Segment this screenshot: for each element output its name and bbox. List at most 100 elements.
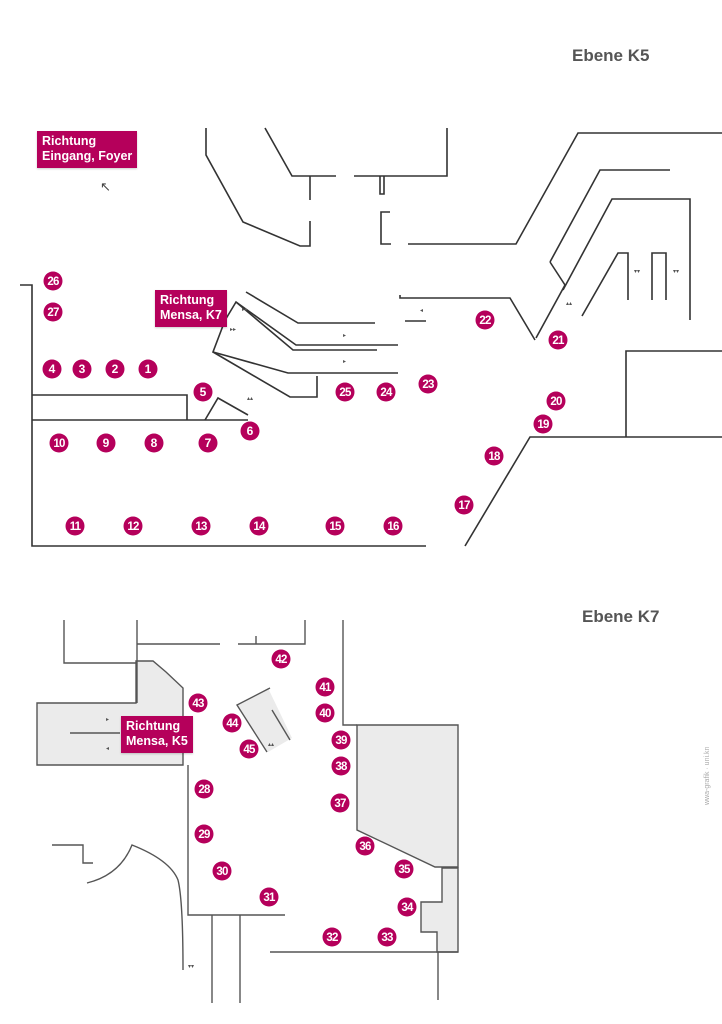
marker-circle (138, 359, 158, 379)
booth-marker-20[interactable]: 20 (546, 391, 566, 411)
booth-marker-36[interactable]: 36 (355, 836, 375, 856)
marker-circle (222, 713, 242, 733)
marker-circle (96, 433, 116, 453)
marker-number: 38 (335, 761, 348, 773)
booth-marker-8[interactable]: 8 (144, 433, 164, 453)
booth-marker-28[interactable]: 28 (194, 779, 214, 799)
marker-number: 35 (398, 864, 411, 876)
marker-circle (188, 693, 208, 713)
booth-marker-1[interactable]: 1 (138, 359, 158, 379)
marker-number: 24 (380, 387, 393, 399)
marker-circle (322, 927, 342, 947)
level-title-k7: Ebene K7 (582, 607, 660, 626)
marker-circle (49, 433, 69, 453)
marker-number: 39 (335, 735, 347, 747)
marker-number: 11 (70, 521, 82, 533)
booth-marker-6[interactable]: 6 (240, 421, 260, 441)
booth-marker-27[interactable]: 27 (43, 302, 63, 322)
booth-marker-17[interactable]: 17 (454, 495, 474, 515)
booth-marker-22[interactable]: 22 (475, 310, 495, 330)
marker-circle (377, 927, 397, 947)
marker-number: 32 (326, 932, 338, 944)
marker-number: 36 (359, 841, 371, 853)
booth-marker-43[interactable]: 43 (188, 693, 208, 713)
booth-marker-44[interactable]: 44 (222, 713, 242, 733)
booth-marker-14[interactable]: 14 (249, 516, 269, 536)
booth-marker-34[interactable]: 34 (397, 897, 417, 917)
stairs-icon: ▸ (343, 358, 346, 365)
marker-number: 45 (243, 744, 256, 756)
direction-label-mensa-k5: Richtung Mensa, K5 (121, 716, 193, 753)
booth-marker-13[interactable]: 13 (191, 516, 211, 536)
booth-marker-32[interactable]: 32 (322, 927, 342, 947)
marker-circle (533, 414, 553, 434)
marker-circle (123, 516, 143, 536)
booth-marker-16[interactable]: 16 (383, 516, 403, 536)
marker-number: 41 (319, 682, 332, 694)
booth-marker-29[interactable]: 29 (194, 824, 214, 844)
booth-marker-4[interactable]: 4 (42, 359, 62, 379)
marker-number: 29 (198, 829, 210, 841)
marker-number: 25 (339, 387, 352, 399)
stairs-icon: ▾▾ (188, 963, 194, 970)
marker-circle (548, 330, 568, 350)
marker-number: 30 (216, 866, 228, 878)
booth-marker-26[interactable]: 26 (43, 271, 63, 291)
marker-circle (43, 302, 63, 322)
booth-marker-35[interactable]: 35 (394, 859, 414, 879)
marker-circle (239, 739, 259, 759)
marker-circle (271, 649, 291, 669)
marker-circle (331, 730, 351, 750)
booth-marker-11[interactable]: 11 (65, 516, 85, 536)
stairs-icon: ◂ (106, 745, 109, 752)
booth-marker-33[interactable]: 33 (377, 927, 397, 947)
marker-circle (418, 374, 438, 394)
booth-marker-30[interactable]: 30 (212, 861, 232, 881)
booth-marker-42[interactable]: 42 (271, 649, 291, 669)
booth-marker-2[interactable]: 2 (105, 359, 125, 379)
booth-marker-12[interactable]: 12 (123, 516, 143, 536)
marker-circle (212, 861, 232, 881)
marker-number: 44 (226, 718, 239, 730)
marker-circle (355, 836, 375, 856)
booth-marker-24[interactable]: 24 (376, 382, 396, 402)
marker-number: 7 (205, 436, 212, 450)
direction-label-mensa-k7: Richtung Mensa, K7 (155, 290, 227, 327)
marker-number: 17 (458, 500, 470, 512)
marker-number: 16 (387, 521, 399, 533)
stairs-icon: ▴▴ (566, 300, 572, 307)
booth-marker-15[interactable]: 15 (325, 516, 345, 536)
stairs-icon: ▸ (343, 332, 346, 339)
booth-marker-3[interactable]: 3 (72, 359, 92, 379)
marker-circle (194, 824, 214, 844)
marker-number: 43 (192, 698, 204, 710)
booth-marker-19[interactable]: 19 (533, 414, 553, 434)
marker-number: 42 (275, 654, 287, 666)
booth-marker-18[interactable]: 18 (484, 446, 504, 466)
marker-circle (43, 271, 63, 291)
marker-number: 27 (47, 307, 59, 319)
booth-marker-41[interactable]: 41 (315, 677, 335, 697)
marker-number: 3 (79, 362, 86, 376)
marker-number: 14 (253, 521, 266, 533)
booth-marker-21[interactable]: 21 (548, 330, 568, 350)
booth-marker-31[interactable]: 31 (259, 887, 279, 907)
booth-marker-39[interactable]: 39 (331, 730, 351, 750)
marker-number: 9 (103, 436, 110, 450)
booth-marker-23[interactable]: 23 (418, 374, 438, 394)
booth-marker-10[interactable]: 10 (49, 433, 69, 453)
marker-circle (259, 887, 279, 907)
marker-number: 6 (247, 424, 254, 438)
booth-marker-38[interactable]: 38 (331, 756, 351, 776)
marker-number: 20 (550, 396, 562, 408)
marker-number: 34 (401, 902, 414, 914)
booth-marker-9[interactable]: 9 (96, 433, 116, 453)
booth-marker-40[interactable]: 40 (315, 703, 335, 723)
booth-marker-7[interactable]: 7 (198, 433, 218, 453)
booth-marker-37[interactable]: 37 (330, 793, 350, 813)
booth-marker-5[interactable]: 5 (193, 382, 213, 402)
booth-marker-45[interactable]: 45 (239, 739, 259, 759)
marker-number: 5 (200, 385, 207, 399)
booth-marker-25[interactable]: 25 (335, 382, 355, 402)
